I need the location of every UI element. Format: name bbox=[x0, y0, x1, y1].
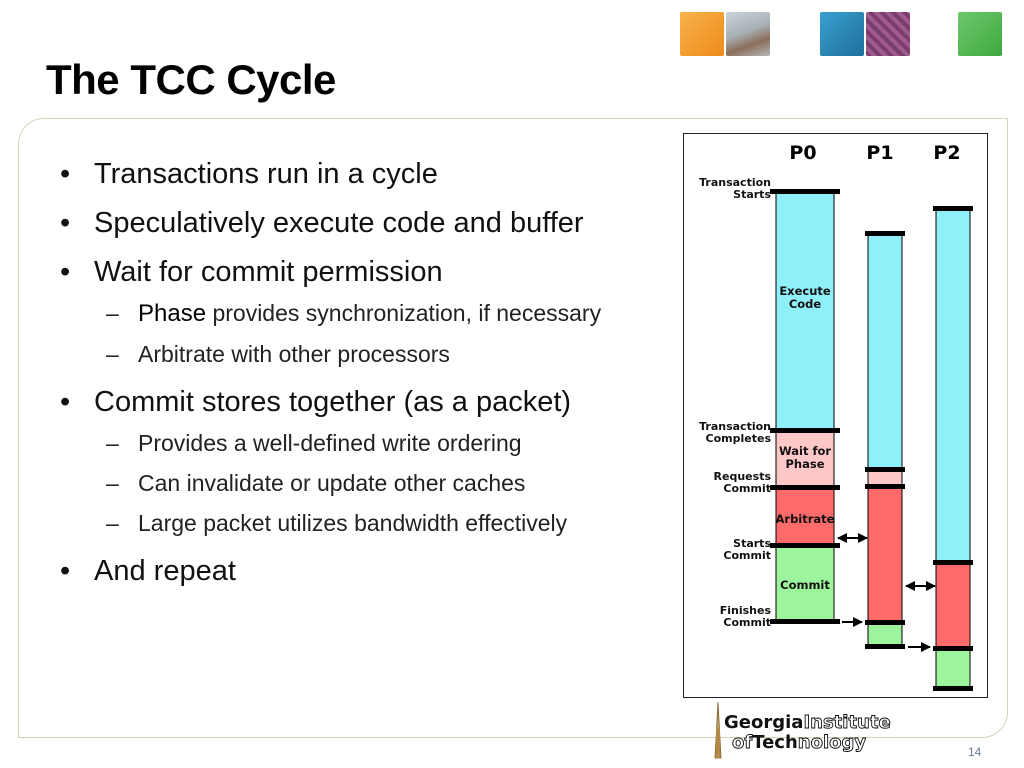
event-label-requests-commit-2: Commit bbox=[723, 482, 771, 495]
p2-boundary-tx-completes bbox=[933, 560, 973, 565]
p1-arbitrate-segment bbox=[867, 485, 903, 623]
georgia-tech-logo-svg: .gb { font-family: "DejaVu Sans", sans-s… bbox=[714, 701, 891, 759]
phase-label-commit: Commit bbox=[780, 578, 830, 592]
sub-bullet-item: –Phase provides synchronization, if nece… bbox=[56, 296, 646, 331]
sub-bullet-item: –Large packet utilizes bandwidth effecti… bbox=[56, 506, 646, 540]
green-tile bbox=[958, 12, 1002, 56]
p0-boundary-finishes-commit bbox=[770, 619, 840, 624]
circuit-photo-tile bbox=[866, 12, 910, 56]
sub-bullet-dash: – bbox=[106, 341, 119, 367]
sub-bullet-item: –Can invalidate or update other caches bbox=[56, 466, 646, 500]
bullet-text: Speculatively execute code and buffer bbox=[94, 207, 584, 239]
bullet-item: • Transactions run in a cycle bbox=[56, 156, 646, 192]
bullet-list: • Transactions run in a cycle • Speculativ… bbox=[56, 150, 646, 589]
bullet-dot: • bbox=[60, 555, 71, 587]
sub-bullet-item: –Arbitrate with other processors bbox=[56, 337, 646, 371]
p1-boundary-starts-commit bbox=[865, 620, 905, 625]
bullet-text: Transactions run in a cycle bbox=[94, 158, 438, 190]
phase-label-arbitrate: Arbitrate bbox=[776, 512, 835, 526]
phase-label-execute-2: Code bbox=[789, 297, 822, 311]
event-label-finishes-commit-2: Commit bbox=[723, 616, 771, 629]
bullet-text: And repeat bbox=[94, 555, 236, 587]
bullet-dot: • bbox=[60, 256, 71, 288]
sub-bullet-text: Large packet utilizes bandwidth effectiv… bbox=[138, 510, 568, 536]
p1-boundary-tx-starts bbox=[865, 231, 905, 236]
event-label-starts-commit-1: Starts bbox=[733, 537, 771, 550]
bullet-dot: • bbox=[60, 158, 71, 190]
phase-label-execute-1: Execute bbox=[779, 284, 831, 298]
p0-boundary-tx-completes bbox=[770, 428, 840, 433]
header-image-strip bbox=[680, 12, 1010, 58]
sub-bullet-text: provides synchronization, if necessary bbox=[206, 300, 602, 326]
p2-boundary-starts-commit bbox=[933, 646, 973, 651]
sub-bullet-dash: – bbox=[106, 510, 119, 536]
p1-boundary-tx-completes bbox=[865, 467, 905, 472]
bullet-dot: • bbox=[60, 207, 71, 239]
svg-text:GeorgiaInstitute: GeorgiaInstitute bbox=[724, 712, 891, 733]
slide-title: The TCC Cycle bbox=[46, 56, 336, 103]
processor-label-p0: P0 bbox=[789, 142, 816, 164]
georgia-tech-logo: .gb { font-family: "DejaVu Sans", sans-s… bbox=[710, 700, 910, 762]
p1-execute-segment bbox=[867, 233, 903, 471]
sub-bullet-text: Arbitrate with other processors bbox=[138, 341, 450, 367]
p2-boundary-tx-starts bbox=[933, 206, 973, 211]
sub-bullet-dash: – bbox=[106, 430, 119, 456]
p1-commit-segment bbox=[867, 621, 903, 647]
p1-wait-segment bbox=[867, 469, 903, 487]
bullet-item: • Wait for commit permission bbox=[56, 254, 646, 290]
p2-boundary-finishes-commit bbox=[933, 686, 973, 691]
bullet-dot: • bbox=[60, 386, 71, 418]
event-label-tx-starts-2: Starts bbox=[733, 188, 771, 201]
sub-bullet-text: Can invalidate or update other caches bbox=[138, 470, 526, 496]
p2-commit-segment bbox=[935, 647, 971, 689]
p0-commit-segment bbox=[775, 544, 835, 622]
processor-label-p1: P1 bbox=[866, 142, 893, 164]
sub-bullet-dash: – bbox=[106, 470, 119, 496]
sub-bullet-dash: – bbox=[106, 300, 119, 326]
page-number: 14 bbox=[968, 745, 982, 759]
event-label-starts-commit-2: Commit bbox=[723, 549, 771, 562]
event-label-requests-commit-1: Requests bbox=[714, 470, 772, 483]
content-frame bbox=[18, 118, 1008, 738]
p0-boundary-starts-commit bbox=[770, 543, 840, 548]
sub-bullet-item: –Provides a well-defined write ordering bbox=[56, 426, 646, 460]
campus-photo-tile bbox=[726, 12, 770, 56]
tower-base-icon bbox=[716, 728, 720, 758]
phase-label-wait-1: Wait for bbox=[779, 444, 831, 458]
bullet-item: • Commit stores together (as a packet) bbox=[56, 384, 646, 420]
event-label-tx-completes-2: Completes bbox=[706, 432, 772, 445]
bullet-item: • Speculatively execute code and buffer bbox=[56, 205, 646, 241]
p1-boundary-finishes-commit bbox=[865, 644, 905, 649]
logo-tech: Tech bbox=[752, 732, 798, 753]
tcc-timing-diagram: .hdr { font-family: "DejaVu Sans", sans-… bbox=[683, 133, 988, 698]
p1-boundary-requests-commit bbox=[865, 484, 905, 489]
phase-label-wait-2: Phase bbox=[785, 457, 824, 471]
p0-arbitrate-segment bbox=[775, 486, 835, 546]
orange-tile bbox=[680, 12, 724, 56]
bullet-item: • And repeat bbox=[56, 553, 646, 589]
sub-bullet-text: Provides a well-defined write ordering bbox=[138, 430, 522, 456]
p0-boundary-tx-starts bbox=[770, 189, 840, 194]
event-label-tx-completes-1: Transaction bbox=[699, 420, 771, 433]
blue-tile bbox=[820, 12, 864, 56]
event-label-finishes-commit-1: Finishes bbox=[720, 604, 772, 617]
bullet-text: Wait for commit permission bbox=[94, 256, 443, 288]
p0-execute-segment bbox=[775, 192, 835, 431]
p2-execute-segment bbox=[935, 208, 971, 563]
tcc-timing-svg: .hdr { font-family: "DejaVu Sans", sans-… bbox=[699, 142, 973, 691]
logo-nology: nology bbox=[798, 732, 867, 753]
bullet-emphasis: Phase bbox=[138, 300, 207, 327]
processor-label-p2: P2 bbox=[933, 142, 960, 164]
logo-georgia: Georgia bbox=[724, 712, 803, 733]
event-label-tx-starts-1: Transaction bbox=[699, 176, 771, 189]
p0-boundary-requests-commit bbox=[770, 485, 840, 490]
svg-text:ofTechnology: ofTechnology bbox=[732, 732, 866, 753]
logo-of: of bbox=[732, 732, 752, 753]
logo-institute: Institute bbox=[803, 712, 890, 733]
bullet-text: Commit stores together (as a packet) bbox=[94, 386, 572, 418]
p2-arbitrate-segment bbox=[935, 561, 971, 649]
